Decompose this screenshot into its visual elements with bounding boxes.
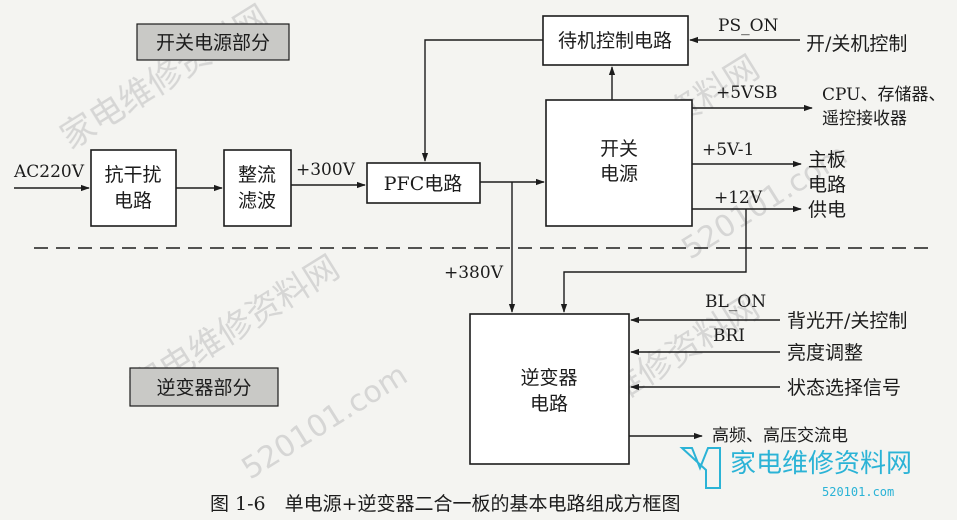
switching-power-section-box (136, 23, 290, 61)
bl-on-label: BL_ON (705, 292, 766, 312)
brightness-label: 亮度调整 (787, 342, 863, 364)
switching-power-section-label: 开关电源部分 (156, 32, 270, 54)
rectifier-label-1: 整流 (238, 164, 276, 186)
figure-caption: 图 1-6 单电源+逆变器二合一板的基本电路组成方框图 (210, 493, 681, 515)
remote-receiver-label: 遥控接收器 (822, 109, 907, 129)
cpu-storage-label: CPU、存储器、 (822, 85, 945, 105)
bri-label: BRI (713, 326, 745, 346)
switching-power-label-2: 电源 (600, 163, 638, 185)
ps-on-label: PS_ON (718, 16, 779, 36)
logo-site-name: 家电维修资料网 (730, 449, 912, 479)
standby-control-label: 待机控制电路 (558, 30, 672, 52)
mainboard-label-2: 电路 (808, 174, 846, 196)
5vsb-label: +5VSB (716, 83, 777, 103)
ac220v-label: AC220V (13, 162, 85, 182)
emi-filter-label-1: 抗干扰 (104, 164, 161, 186)
inverter-block (469, 313, 630, 465)
mainboard-label-1: 主板 (808, 149, 846, 171)
site-logo: 家电维修资料网 520101.com (679, 447, 912, 499)
logo-mark-icon (679, 447, 721, 489)
rectifier-filter-block (223, 149, 292, 227)
mainboard-label-3: 供电 (808, 199, 846, 221)
300v-label: +300V (296, 160, 356, 180)
onoff-control-label: 开/关机控制 (806, 33, 907, 55)
standby-control-block (542, 15, 689, 66)
inverter-section-box (129, 367, 279, 407)
switching-power-label-1: 开关 (600, 138, 638, 160)
rectifier-label-2: 滤波 (238, 190, 276, 212)
emi-filter-block (90, 149, 177, 227)
12v-to-inverter-arrow (560, 209, 747, 313)
pfc-label: PFC电路 (384, 173, 463, 195)
logo-url: 520101.com (822, 485, 894, 499)
standby-to-pfc-arrow (421, 39, 543, 162)
inverter-label-2: 电路 (530, 393, 568, 415)
5v1-label: +5V-1 (702, 140, 754, 160)
inverter-section-label: 逆变器部分 (156, 377, 251, 399)
switching-power-block (545, 99, 693, 227)
pfc-block (366, 162, 481, 204)
hv-ac-label: 高频、高压交流电 (712, 426, 848, 446)
inverter-label-1: 逆变器 (520, 367, 577, 389)
watermark: 家电维修资料网 家电维修资料网 家电维修资料网 家电维修资料网 520101.c… (54, 0, 854, 487)
backlight-control-label: 背光开/关控制 (787, 310, 907, 332)
emi-filter-label-2: 电路 (114, 190, 152, 212)
connections (14, 36, 813, 440)
380v-label: +380V (444, 263, 504, 283)
status-signal-label: 状态选择信号 (787, 377, 901, 399)
12v-label: +12V (714, 188, 763, 208)
